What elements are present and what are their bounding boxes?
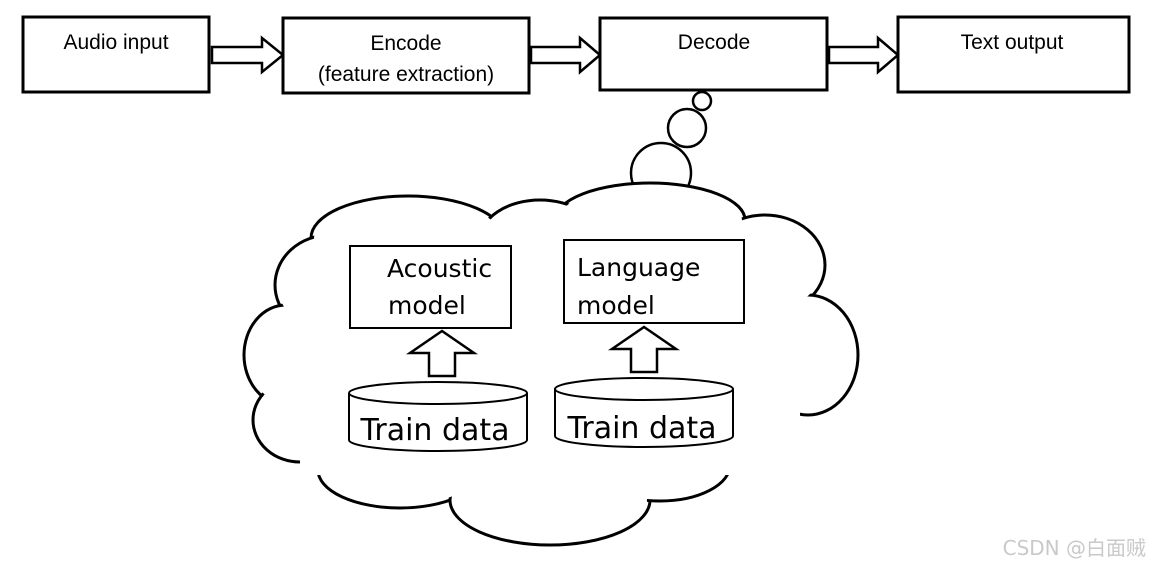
watermark: CSDN @白面贼 [1002, 536, 1146, 560]
encode-node: Encode (feature extraction) [281, 16, 531, 95]
thought-bubble-medium [666, 107, 708, 149]
audio-input-node: Audio input [21, 15, 211, 94]
decode-node: Decode [598, 16, 829, 92]
audio-input-label: Audio input [63, 31, 168, 54]
text-output-node: Text output [896, 15, 1131, 94]
thought-cloud [242, 181, 860, 547]
arrow-audio-to-encode [210, 35, 285, 75]
encode-sublabel: (feature extraction) [318, 63, 494, 86]
thought-bubble-small [691, 90, 713, 112]
train-data-store-right: Train data [554, 377, 734, 448]
language-model-node: Language model [563, 239, 745, 324]
encode-label: Encode [370, 32, 441, 55]
train-data-label-left: Train data [359, 413, 509, 448]
acoustic-model-node: Acoustic model [349, 245, 512, 329]
arrow-decode-to-output [827, 35, 900, 75]
arrow-data-to-language [607, 325, 681, 374]
arrow-encode-to-decode [529, 35, 602, 75]
text-output-label: Text output [961, 31, 1064, 54]
acoustic-model-label-line1: Acoustic [387, 254, 492, 283]
arrow-data-to-acoustic [405, 329, 479, 378]
acoustic-model-label-line2: model [388, 291, 466, 320]
language-model-label-line2: model [577, 291, 655, 320]
language-model-label-line1: Language [577, 253, 700, 282]
decode-label: Decode [678, 31, 750, 54]
train-data-store-left: Train data [348, 381, 528, 452]
train-data-label-right: Train data [566, 411, 716, 446]
